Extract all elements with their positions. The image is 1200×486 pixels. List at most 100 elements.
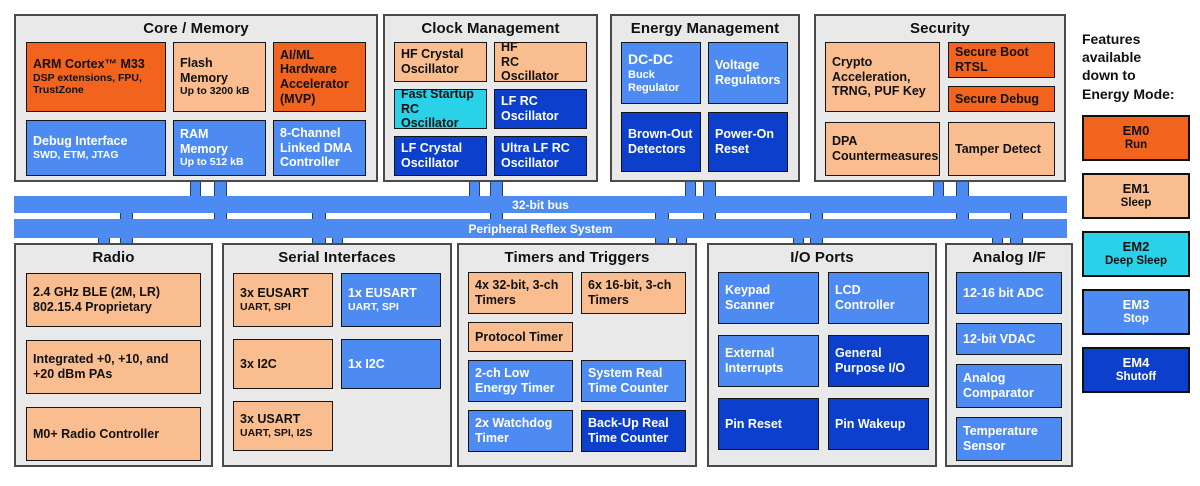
block-debug-interface: Debug Interface SWD, ETM, JTAG (26, 120, 166, 176)
block-1x-i2c: 1x I2C (341, 339, 441, 389)
block-ultra-lf-rc-oscillator: Ultra LF RC Oscillator (494, 136, 587, 176)
em-mode: Deep Sleep (1105, 254, 1167, 267)
section-security: Security Crypto Acceleration, TRNG, PUF … (814, 14, 1066, 182)
bus-connector (190, 180, 201, 202)
block-hf-crystal-oscillator: HF Crystal Oscillator (394, 42, 487, 82)
block-title: LF RC Oscillator (501, 94, 559, 123)
block-title: 12-16 bit ADC (963, 285, 1044, 300)
block-analog-comparator: Analog Comparator (956, 364, 1062, 408)
block-protocol-timer: Protocol Timer (468, 322, 573, 352)
block-title: 1x EUSART (348, 286, 417, 301)
block-title: Tamper Detect (955, 141, 1041, 156)
block-3x-i2c: 3x I2C (233, 339, 333, 389)
block-backup-rtc: Back-Up Real Time Counter (581, 410, 686, 452)
block-subtitle: UART, SPI (348, 301, 399, 314)
block-lf-crystal-oscillator: LF Crystal Oscillator (394, 136, 487, 176)
block-general-purpose-io: General Purpose I/O (828, 335, 929, 387)
section-io-ports: I/O Ports Keypad Scanner LCD Controller … (707, 243, 937, 467)
section-serial-interfaces: Serial Interfaces 3x EUSART UART, SPI 3x… (222, 243, 452, 467)
bus-peripheral-reflex-label: Peripheral Reflex System (468, 221, 613, 236)
block-aiml-accelerator: AI/ML Hardware Accelerator (MVP) (273, 42, 366, 112)
em-mode: Run (1124, 138, 1148, 151)
block-dma-controller: 8-Channel Linked DMA Controller (273, 120, 366, 176)
section-title: Radio (92, 249, 135, 266)
block-title: Brown-Out Detectors (628, 127, 693, 156)
block-title: LCD Controller (835, 283, 895, 312)
section-title: Serial Interfaces (278, 249, 396, 266)
block-title: DC-DC Buck (628, 51, 694, 83)
block-subtitle: UART, SPI, I2S (240, 427, 313, 440)
block-watchdog-timer: 2x Watchdog Timer (468, 410, 573, 452)
block-dcdc-buck-regulator: DC-DC Buck Regulator (621, 42, 701, 104)
legend-em1-sleep: EM1 Sleep (1082, 172, 1190, 219)
block-title: Debug Interface (33, 134, 128, 149)
block-subtitle: Up to 512 kB (180, 156, 244, 169)
block-title: 2.4 GHz BLE (2M, LR) 802.15.4 Proprietar… (33, 285, 161, 314)
block-vdac: 12-bit VDAC (956, 323, 1062, 355)
legend-em2-deep-sleep: EM2 Deep Sleep (1082, 230, 1190, 277)
bus-connector (469, 180, 480, 202)
section-radio: Radio 2.4 GHz BLE (2M, LR) 802.15.4 Prop… (14, 243, 213, 467)
block-title: AI/ML Hardware Accelerator (MVP) (280, 47, 349, 106)
legend-title: Features available down to Energy Mode: (1082, 31, 1175, 102)
legend-em4-shutoff: EM4 Shutoff (1082, 346, 1190, 393)
block-title: Voltage Regulators (715, 58, 781, 87)
block-pin-wakeup: Pin Wakeup (828, 398, 929, 450)
section-clock-management: Clock Management HF Crystal Oscillator H… (383, 14, 598, 182)
block-pin-reset: Pin Reset (718, 398, 819, 450)
section-title: Security (910, 20, 970, 37)
bus-connector (933, 180, 944, 202)
block-title: 3x EUSART (240, 286, 309, 301)
block-flash-memory: Flash Memory Up to 3200 kB (173, 42, 266, 112)
section-timers-triggers: Timers and Triggers 4x 32-bit, 3-ch Time… (457, 243, 697, 467)
block-subtitle: SWD, ETM, JTAG (33, 149, 119, 162)
bus-32bit-label: 32-bit bus (512, 197, 569, 212)
block-keypad-scanner: Keypad Scanner (718, 272, 819, 324)
em-mode: Stop (1123, 312, 1149, 325)
bus-peripheral-reflex: Peripheral Reflex System (14, 219, 1067, 238)
section-title: Clock Management (421, 20, 560, 37)
block-low-energy-timer: 2-ch Low Energy Timer (468, 360, 573, 402)
block-title: Integrated +0, +10, and +20 dBm PAs (33, 352, 169, 381)
block-fast-startup-rc-oscillator: Fast Startup RC Oscillator (394, 86, 487, 131)
block-3x-usart: 3x USART UART, SPI, I2S (233, 401, 333, 451)
block-m0-radio-controller: M0+ Radio Controller (26, 407, 201, 461)
section-title: I/O Ports (790, 249, 854, 266)
dcdc-label: DC-DC (628, 50, 674, 67)
block-crypto-acceleration: Crypto Acceleration, TRNG, PUF Key (825, 42, 940, 112)
block-secure-boot-rtsl: Secure Boot RTSL (948, 42, 1055, 78)
block-title: 1x I2C (348, 356, 385, 371)
block-title: System Real Time Counter (588, 366, 669, 395)
block-integrated-pas: Integrated +0, +10, and +20 dBm PAs (26, 340, 201, 394)
block-title: Ultra LF RC Oscillator (501, 141, 570, 170)
block-title: HF Crystal Oscillator (401, 47, 464, 76)
block-dpa-countermeasures: DPA Countermeasures (825, 122, 940, 176)
block-title: Protocol Timer (475, 329, 563, 344)
block-title: Back-Up Real Time Counter (588, 416, 669, 445)
block-power-on-reset: Power-On Reset (708, 112, 788, 172)
block-lcd-controller: LCD Controller (828, 272, 929, 324)
block-title: RAM Memory (180, 126, 228, 156)
bus-32bit: 32-bit bus (14, 196, 1067, 213)
block-title: ARM Cortex™ M33 (33, 57, 145, 72)
section-title: Energy Management (630, 20, 780, 37)
block-ble-radio: 2.4 GHz BLE (2M, LR) 802.15.4 Proprietar… (26, 273, 201, 327)
block-title: LF Crystal Oscillator (401, 141, 463, 170)
bus-connector (685, 180, 696, 202)
block-voltage-regulators: Voltage Regulators (708, 42, 788, 104)
block-1x-eusart: 1x EUSART UART, SPI (341, 273, 441, 327)
block-temperature-sensor: Temperature Sensor (956, 417, 1062, 461)
block-brown-out-detectors: Brown-Out Detectors (621, 112, 701, 172)
section-core-memory: Core / Memory ARM Cortex™ M33 DSP extens… (14, 14, 378, 182)
em-mode: Sleep (1120, 196, 1152, 209)
block-system-rtc: System Real Time Counter (581, 360, 686, 402)
block-title: Fast Startup RC Oscillator (401, 86, 474, 131)
block-tamper-detect: Tamper Detect (948, 122, 1055, 176)
block-title: Crypto Acceleration, TRNG, PUF Key (832, 54, 926, 99)
section-title: Analog I/F (972, 249, 1046, 266)
block-title: Pin Reset (725, 416, 782, 431)
section-title: Core / Memory (143, 20, 249, 37)
block-title: General Purpose I/O (835, 346, 906, 375)
block-title: 3x I2C (240, 356, 277, 371)
block-adc: 12-16 bit ADC (956, 272, 1062, 314)
